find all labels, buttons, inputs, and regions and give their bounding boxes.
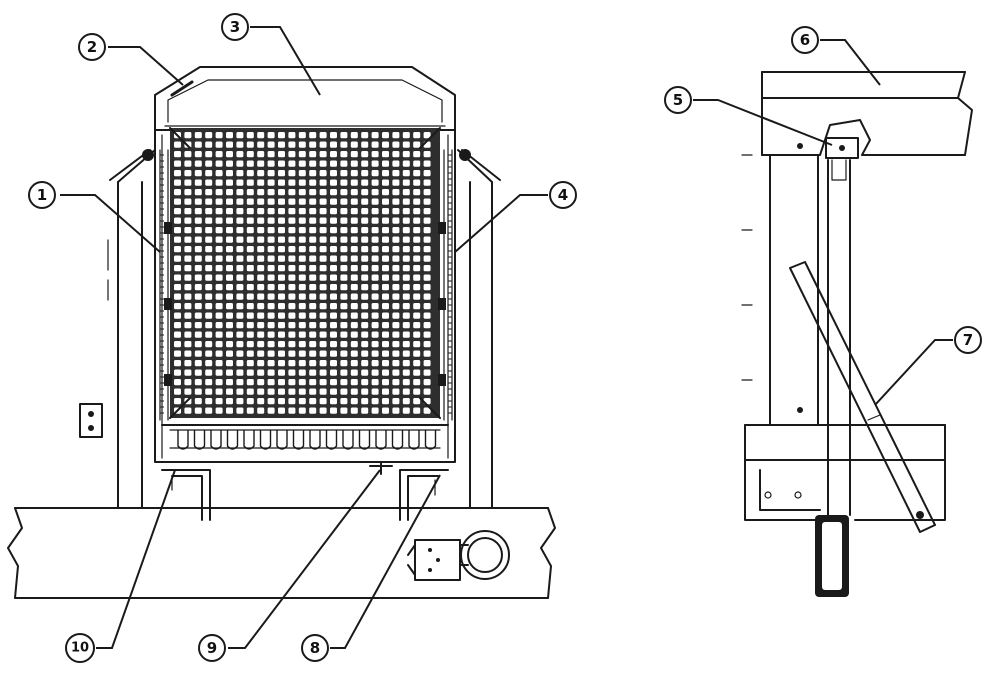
callout-label-7: 7 — [963, 331, 973, 349]
top-tank — [154, 66, 456, 131]
callout-4: 4 — [454, 181, 577, 253]
pipe-fitting — [407, 530, 510, 581]
front-view — [7, 66, 556, 599]
foot-pad — [815, 515, 849, 597]
support-rod-right — [459, 149, 501, 181]
callout-label-2: 2 — [87, 38, 97, 56]
callout-8: 8 — [301, 474, 441, 662]
callout-label-10: 10 — [71, 641, 89, 656]
mount-bracket-left — [161, 469, 211, 521]
callout-6: 6 — [791, 26, 881, 86]
side-base — [744, 424, 946, 521]
mount-bracket-right — [399, 469, 449, 521]
radiator-shell — [154, 129, 456, 463]
side-post-left — [79, 149, 156, 509]
radiator-core — [169, 127, 441, 419]
filler-neck — [825, 137, 859, 159]
callout-3: 3 — [221, 13, 321, 96]
side-post-right — [454, 149, 493, 509]
diagonal-brace — [789, 261, 936, 533]
callout-5: 5 — [664, 86, 833, 146]
callout-7: 7 — [874, 326, 982, 406]
top-tank-side — [761, 71, 973, 156]
drain-cock — [369, 461, 393, 475]
callout-label-3: 3 — [230, 18, 240, 36]
callout-label-5: 5 — [673, 91, 683, 109]
support-rod-side — [827, 159, 851, 516]
callout-label-1: 1 — [37, 186, 47, 204]
callouts: 1 2 3 4 5 6 7 — [28, 13, 982, 663]
frame-rail — [7, 507, 556, 599]
callout-label-4: 4 — [558, 186, 568, 204]
core-bolts — [164, 222, 446, 386]
side-body — [741, 154, 819, 426]
side-view — [741, 71, 973, 597]
callout-9: 9 — [198, 469, 381, 662]
bottom-tank — [161, 424, 449, 450]
support-rod-left — [109, 149, 154, 181]
callout-10: 10 — [65, 469, 176, 663]
callout-2: 2 — [78, 33, 184, 86]
callout-label-8: 8 — [310, 639, 320, 657]
callout-label-6: 6 — [800, 31, 810, 49]
callout-label-9: 9 — [207, 639, 217, 657]
callout-1: 1 — [28, 181, 161, 253]
